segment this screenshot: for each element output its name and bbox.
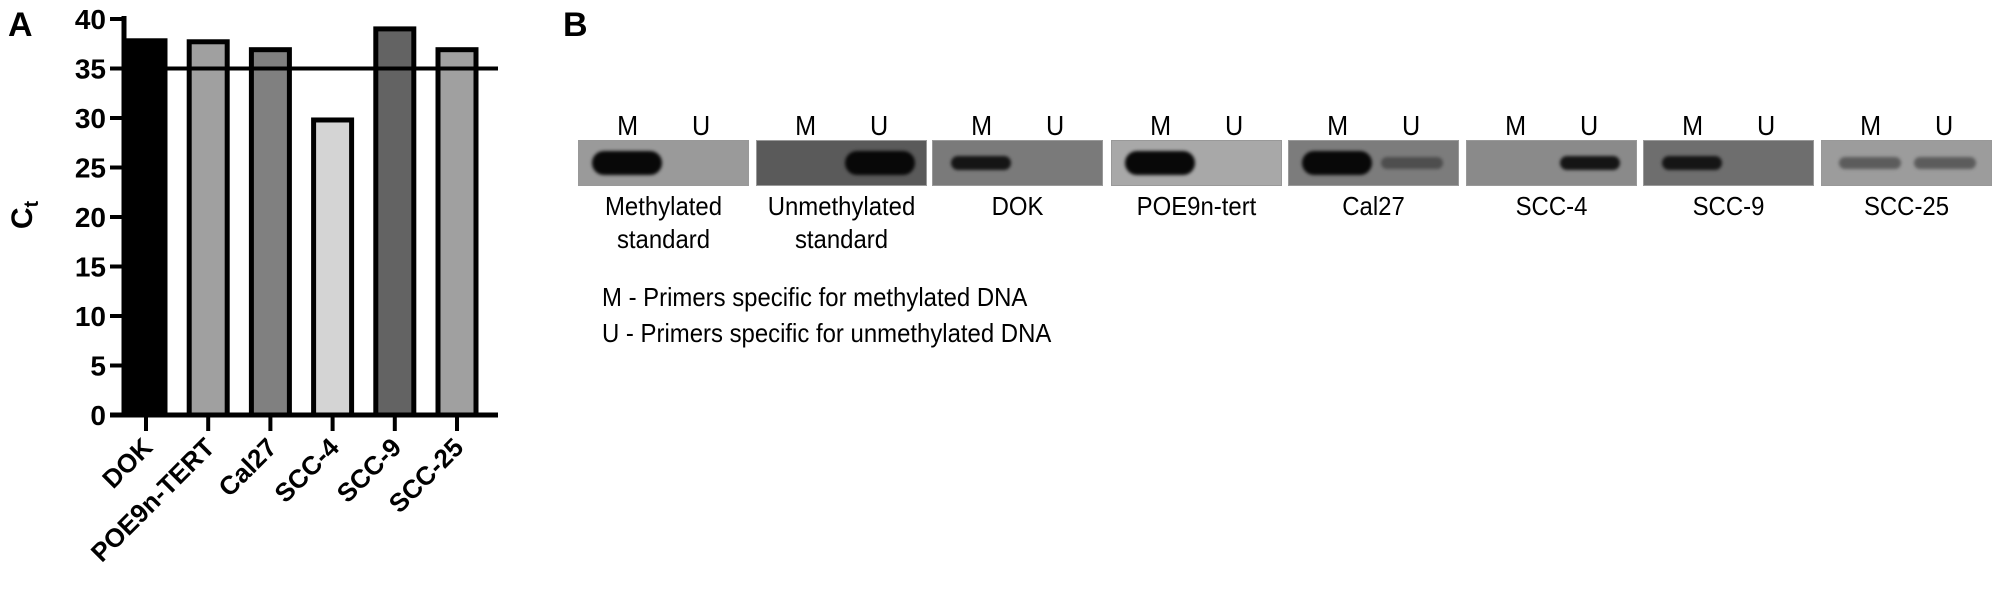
lane-label-m: M <box>795 110 817 141</box>
legend-m: M - Primers specific for methylated DNA <box>602 282 1028 312</box>
m-band <box>1661 156 1722 170</box>
lane-label-u: U <box>1046 110 1065 141</box>
bar-scc-4 <box>311 117 355 418</box>
lane-label-u: U <box>1757 110 1776 141</box>
u-band <box>1381 157 1444 169</box>
bar-poe9n-tert <box>186 39 230 418</box>
u-band <box>1560 156 1621 170</box>
gel-image-scc-25 <box>1821 140 1992 186</box>
lane-label-u: U <box>1225 110 1244 141</box>
lane-label-m: M <box>1327 110 1349 141</box>
gel-image-dok <box>932 140 1103 186</box>
y-axis: 0 5 10 15 20 25 30 35 40 <box>75 4 127 431</box>
lane-label-u: U <box>870 110 889 141</box>
u-band <box>845 151 916 175</box>
gel-image-methylated <box>578 140 749 186</box>
bar-scc-25 <box>435 47 479 418</box>
lane-label-m: M <box>971 110 993 141</box>
m-band <box>950 156 1011 170</box>
bars <box>124 26 498 418</box>
gel-image-poe9n-tert <box>1111 140 1282 186</box>
bar-cal27 <box>248 47 292 418</box>
m-band <box>1838 157 1901 169</box>
sample-label: POE9n-tert <box>1136 191 1257 221</box>
y-tick-label: 40 <box>75 4 106 35</box>
lane-label-m: M <box>1860 110 1882 141</box>
gel-image-scc-9 <box>1643 140 1814 186</box>
sample-label: SCC-9 <box>1692 191 1765 221</box>
y-tick-label: 5 <box>90 351 106 382</box>
u-band <box>1914 157 1977 169</box>
lane-label-m: M <box>1682 110 1704 141</box>
x-tick-label: SCC-4 <box>268 432 345 509</box>
m-band <box>591 151 662 175</box>
sample-label: DOK <box>991 191 1044 221</box>
sample-label: Cal27 <box>1342 191 1405 221</box>
lane-label-u: U <box>1402 110 1421 141</box>
lane-label-m: M <box>617 110 639 141</box>
panel-b-label: B <box>563 6 588 44</box>
lane-label-u: U <box>1935 110 1954 141</box>
bar-scc-9 <box>373 26 417 418</box>
y-tick-label: 15 <box>75 252 106 283</box>
lane-label-m: M <box>1150 110 1172 141</box>
y-tick-label: 25 <box>75 153 106 184</box>
y-tick-label: 30 <box>75 103 106 134</box>
lane-label-u: U <box>692 110 711 141</box>
m-band <box>1124 151 1195 175</box>
panel-a-label: A <box>8 6 33 44</box>
y-tick-label: 0 <box>90 400 106 431</box>
y-tick-label: 35 <box>75 54 106 85</box>
gel-image-cal27 <box>1288 140 1459 186</box>
y-axis-label: Ct <box>6 201 43 230</box>
legend-u: U - Primers specific for unmethylated DN… <box>602 318 1052 348</box>
lane-label-u: U <box>1580 110 1599 141</box>
y-tick-label: 10 <box>75 301 106 332</box>
gel-image-scc-4 <box>1466 140 1637 186</box>
m-band <box>1301 151 1372 175</box>
gel-image-unmethylated <box>756 140 927 186</box>
lane-label-m: M <box>1505 110 1527 141</box>
ct-bar-chart: 0 5 10 15 20 25 30 35 40 DOKPOE9n-TERTCal27SCC-4… <box>6 4 498 568</box>
bar-dok <box>124 38 168 418</box>
y-tick-label: 20 <box>75 202 106 233</box>
sample-label: SCC-4 <box>1515 191 1588 221</box>
sample-label: SCC-25 <box>1863 191 1950 221</box>
